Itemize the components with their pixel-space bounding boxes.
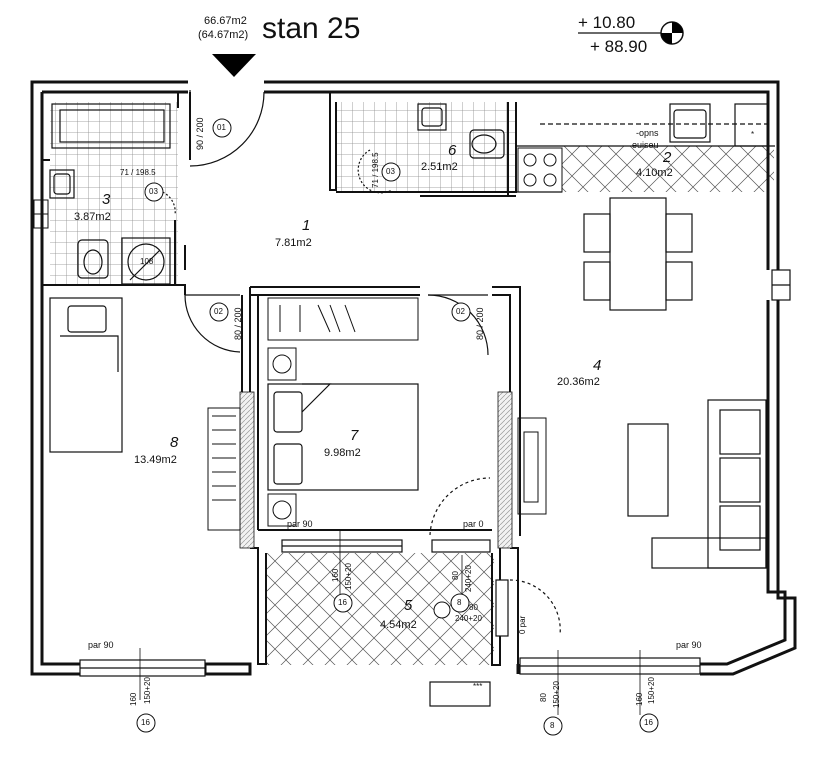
sofa-icon bbox=[651, 399, 767, 569]
win-h-living-2: 160 bbox=[635, 692, 644, 706]
stove-icon bbox=[517, 147, 563, 193]
kitchen-note-1: -opns bbox=[636, 128, 659, 138]
bed8-door-tag: 02 bbox=[214, 307, 223, 316]
room-4-area: 20.36m2 bbox=[557, 376, 600, 388]
win-w-living-2: 150+20 bbox=[647, 677, 656, 704]
bathtub-icon bbox=[51, 103, 171, 149]
bath-door-tag: 03 bbox=[149, 187, 158, 196]
wardrobe-icon bbox=[267, 297, 419, 341]
bed8-door-size: 80 / 200 bbox=[233, 307, 243, 340]
kitchen-sink-icon bbox=[669, 103, 711, 143]
ac-unit-icon bbox=[429, 681, 491, 707]
level-bottom: + 88.90 bbox=[590, 37, 648, 56]
balcony-door-w2: 240+20 bbox=[455, 614, 482, 623]
room-6-area: 2.51m2 bbox=[421, 161, 458, 173]
boiler-label: 108 bbox=[140, 257, 154, 266]
win-tag-living-2: 16 bbox=[644, 718, 653, 727]
win-w-left: 150+20 bbox=[143, 677, 152, 704]
wc-door-tag: 03 bbox=[386, 167, 395, 176]
room-2-number: 2 bbox=[663, 149, 672, 166]
radiator-icon bbox=[33, 199, 49, 229]
entry-door-size: 90 / 200 bbox=[195, 117, 205, 150]
win-h-balcony: 160 bbox=[331, 568, 340, 582]
door-tags bbox=[136, 118, 659, 736]
outer-walls bbox=[30, 80, 797, 676]
door-tag-balcony: 8 bbox=[457, 598, 462, 607]
window-par90-left: par 90 bbox=[88, 640, 114, 650]
desk-icon bbox=[207, 407, 241, 531]
boiler-icon bbox=[121, 237, 171, 285]
win-w-balcony: 150+20 bbox=[344, 563, 353, 590]
nightstand-icon bbox=[267, 347, 297, 527]
win-h-living-1: 80 bbox=[539, 693, 548, 702]
double-bed-icon bbox=[267, 383, 419, 491]
room-8-number: 8 bbox=[170, 434, 179, 451]
wc-tiles bbox=[336, 102, 516, 192]
level-marker-icon bbox=[578, 21, 684, 45]
bed7-door-size: 80 / 200 bbox=[475, 307, 485, 340]
room-8-area: 13.49m2 bbox=[134, 454, 177, 466]
wc-door-size: 71 / 198.5 bbox=[371, 152, 380, 188]
door-h-balcony: 80 bbox=[451, 571, 460, 580]
fridge-mark: * bbox=[751, 130, 755, 139]
area-gross: 66.67m2 bbox=[204, 15, 247, 27]
balcony-door-w: 80 bbox=[469, 603, 478, 612]
room-5-area: 4.54m2 bbox=[380, 619, 417, 631]
kitchen-tiles bbox=[562, 146, 774, 192]
window-par90-living: par 90 bbox=[676, 640, 702, 650]
door-w-balcony: 240+20 bbox=[464, 565, 473, 592]
window-right-icon bbox=[771, 269, 791, 301]
page-title: stan 25 bbox=[262, 12, 361, 45]
wc-toilet-icon bbox=[469, 129, 505, 159]
win-tag-balcony: 16 bbox=[338, 598, 347, 607]
room-4-number: 4 bbox=[593, 357, 602, 374]
win-tag-living-1: 8 bbox=[550, 721, 555, 730]
room-7-number: 7 bbox=[350, 427, 359, 444]
kitchen-note-2: euiseu bbox=[632, 140, 659, 150]
room-1-area: 7.81m2 bbox=[275, 237, 312, 249]
ac-unit-mark: *** bbox=[473, 682, 483, 691]
room-2-area: 4.10m2 bbox=[636, 167, 673, 179]
washbasin-icon bbox=[49, 169, 75, 199]
tv-unit-icon bbox=[517, 417, 547, 515]
area-net: (64.67m2) bbox=[198, 29, 249, 41]
win-h-left: 160 bbox=[129, 692, 138, 706]
room-6-number: 6 bbox=[448, 142, 457, 159]
room-3-number: 3 bbox=[102, 191, 111, 208]
coffee-table-icon bbox=[627, 423, 669, 517]
entry-arrow bbox=[212, 54, 256, 77]
level-top: + 10.80 bbox=[578, 13, 636, 32]
room-5-number: 5 bbox=[404, 597, 413, 614]
toilet-icon bbox=[77, 239, 109, 279]
room-1-number: 1 bbox=[302, 217, 311, 234]
fridge-icon bbox=[734, 103, 769, 147]
balcony-door-label: 0 par bbox=[518, 615, 527, 634]
win-w-living-1: 150+20 bbox=[552, 681, 561, 708]
single-bed-icon bbox=[49, 297, 123, 453]
entry-door-tag: 01 bbox=[217, 123, 226, 132]
window-frames bbox=[79, 539, 701, 677]
room-7-area: 9.98m2 bbox=[324, 447, 361, 459]
dining-table-icon bbox=[583, 197, 693, 311]
window-par90-bedroom: par 90 bbox=[287, 519, 313, 529]
window-dim-lines bbox=[139, 530, 641, 715]
radiator-icon bbox=[239, 391, 513, 549]
bed7-door-tag: 02 bbox=[456, 307, 465, 316]
win-tag-left: 16 bbox=[141, 718, 150, 727]
bath-door-size: 71 / 198.5 bbox=[120, 168, 156, 177]
wc-washbasin-icon bbox=[417, 103, 447, 131]
window-par0-bedroom: par 0 bbox=[463, 519, 484, 529]
room-3-area: 3.87m2 bbox=[74, 211, 111, 223]
